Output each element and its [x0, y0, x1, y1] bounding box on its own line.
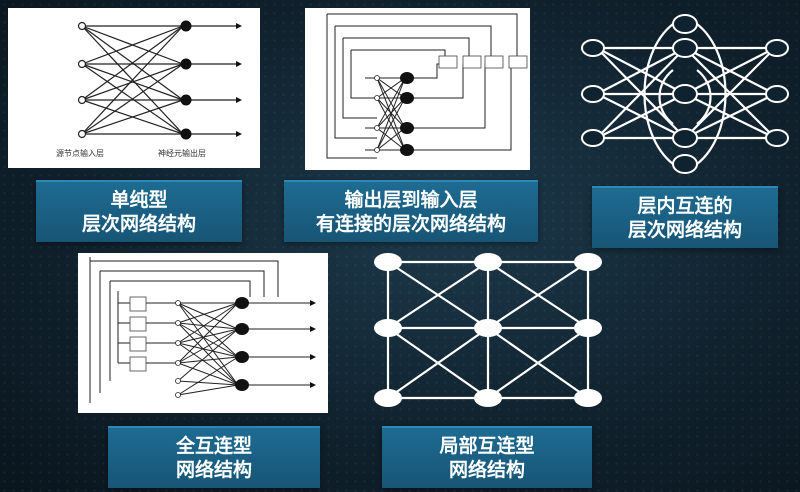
label-line: 层次网络结构 — [627, 219, 742, 241]
locally-connected-diagram — [370, 248, 610, 414]
label-line: 有连接的层次网络结构 — [315, 213, 506, 235]
locally-connected-label: 局部互连型 网络结构 — [382, 426, 592, 488]
label-line: 网络结构 — [448, 459, 525, 481]
feedback-network-label: 输出层到输入层 有连接的层次网络结构 — [284, 180, 538, 242]
fully-connected-label: 全互连型 网络结构 — [108, 426, 320, 488]
label-line: 层次网络结构 — [81, 213, 196, 235]
single-layer-diagram: 源节点输入层 神经元输出层 — [8, 8, 260, 168]
feedback-network-diagram — [305, 8, 530, 170]
label-line: 全互连型 — [175, 435, 252, 457]
intra-layer-diagram — [575, 14, 795, 174]
fully-connected-diagram — [78, 253, 328, 413]
label-line: 输出层到输入层 — [344, 189, 478, 211]
label-line: 层内互连的 — [637, 195, 733, 217]
single-layer-label: 单纯型 层次网络结构 — [36, 180, 242, 242]
input-layer-caption: 源节点输入层 — [56, 148, 104, 158]
label-line: 局部互连型 — [439, 435, 535, 457]
intra-layer-label: 层内互连的 层次网络结构 — [592, 186, 778, 248]
output-layer-caption: 神经元输出层 — [158, 148, 206, 158]
label-line: 网络结构 — [175, 459, 252, 481]
label-line: 单纯型 — [110, 189, 168, 211]
